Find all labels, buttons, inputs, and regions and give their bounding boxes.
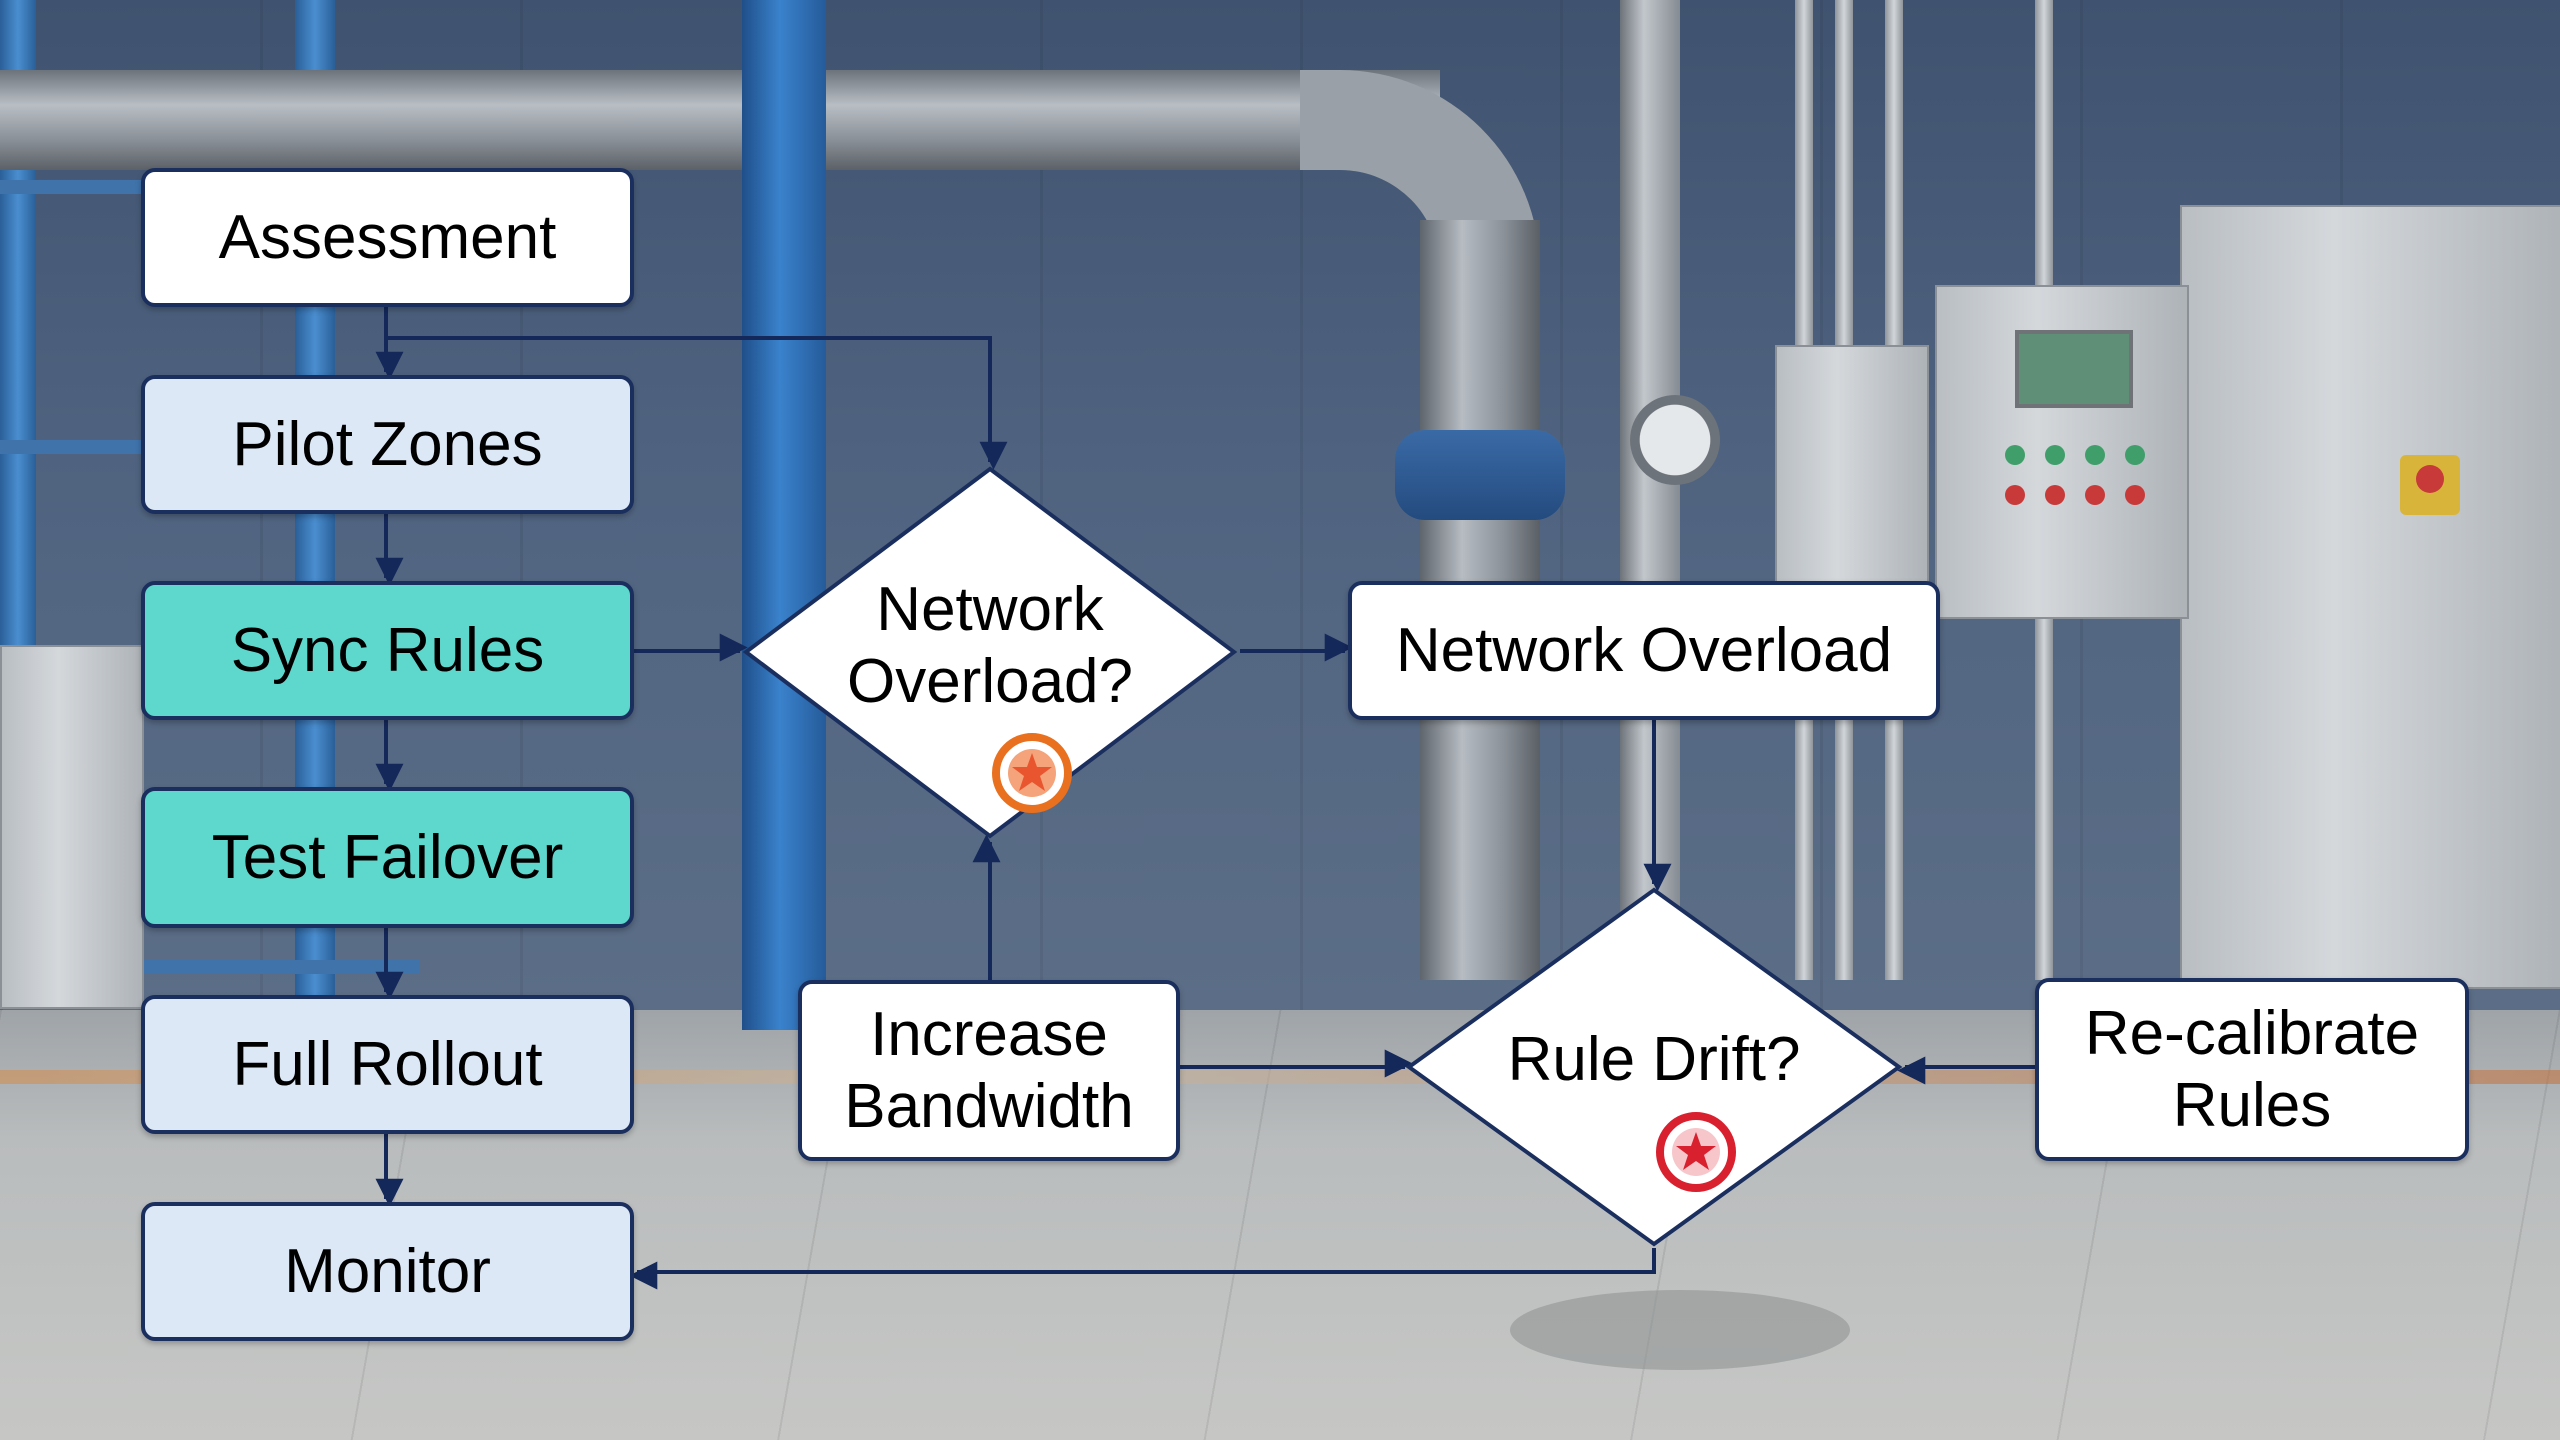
indicator-lamp: [2085, 485, 2105, 505]
node-increase-bandwidth-label: Increase Bandwidth: [844, 999, 1134, 1142]
vertical-pipe: [1620, 0, 1680, 1000]
pressure-gauge: [1630, 395, 1720, 485]
node-test-failover-label: Test Failover: [211, 822, 564, 892]
edge-assessment-decision: [386, 336, 1008, 470]
emergency-stop-icon: [2400, 455, 2460, 515]
node-increase-bandwidth[interactable]: Increase Bandwidth: [798, 980, 1180, 1161]
node-recalibrate-rules-label: Re-calibrate Rules: [2085, 998, 2419, 1141]
node-test-failover[interactable]: Test Failover: [141, 787, 634, 928]
node-full-rollout[interactable]: Full Rollout: [141, 995, 634, 1134]
indicator-lamp: [2005, 485, 2025, 505]
control-box: [1775, 345, 1929, 589]
recalibrate-line1: Re-calibrate: [2084, 999, 2420, 1069]
node-monitor[interactable]: Monitor: [141, 1202, 634, 1341]
node-pilot-zones-label: Pilot Zones: [232, 409, 543, 479]
decision-rule-drift-label: Rule Drift?: [1507, 1025, 1801, 1095]
indicator-lamp: [2125, 445, 2145, 465]
node-assessment[interactable]: Assessment: [141, 168, 634, 307]
decision-label-line2: Overload?: [846, 646, 1134, 716]
decision-diamond-shape: [1405, 887, 1903, 1247]
node-sync-rules-label: Sync Rules: [230, 615, 545, 685]
decision-label-line1: Network: [876, 575, 1104, 645]
node-sync-rules[interactable]: Sync Rules: [141, 581, 634, 720]
decision-diamond-shape: [742, 466, 1238, 839]
bandwidth-line1: Increase: [870, 1000, 1108, 1070]
node-recalibrate-rules[interactable]: Re-calibrate Rules: [2035, 978, 2469, 1161]
edge-drift-monitor: [629, 1248, 1656, 1290]
node-network-overload[interactable]: Network Overload: [1348, 581, 1940, 720]
node-assessment-label: Assessment: [218, 202, 557, 272]
node-pilot-zones[interactable]: Pilot Zones: [141, 375, 634, 514]
node-monitor-label: Monitor: [284, 1236, 491, 1306]
manhole-cover: [1510, 1290, 1850, 1370]
decision-rule-drift[interactable]: Rule Drift?: [1405, 886, 1903, 1248]
decision-network-overload[interactable]: Network Overload?: [742, 465, 1238, 840]
indicator-lamp: [2045, 485, 2065, 505]
node-network-overload-label: Network Overload: [1395, 615, 1893, 685]
horizontal-pipe: [0, 70, 1440, 170]
panel-display: [2015, 330, 2133, 408]
decision-network-overload-label: Network Overload?: [847, 574, 1133, 717]
recalibrate-line2: Rules: [2172, 1070, 2332, 1140]
pipe-valve: [1395, 430, 1565, 520]
bandwidth-line2: Bandwidth: [844, 1071, 1134, 1141]
indicator-lamp: [2045, 445, 2065, 465]
blue-pipe: [742, 0, 826, 1030]
node-full-rollout-label: Full Rollout: [232, 1029, 543, 1099]
indicator-lamp: [2125, 485, 2145, 505]
indicator-lamp: [2085, 445, 2105, 465]
electrical-cabinet: [2180, 205, 2560, 989]
indicator-lamp: [2005, 445, 2025, 465]
